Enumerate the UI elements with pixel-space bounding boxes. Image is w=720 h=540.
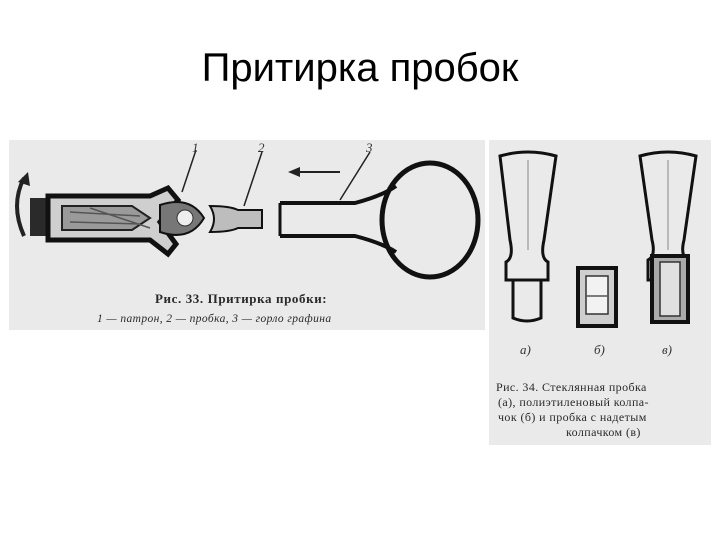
label-3: 3 bbox=[365, 140, 373, 155]
slide-title: Притирка пробок bbox=[201, 46, 519, 90]
figure-34-caption-line-3: чок (б) и пробка с надетым bbox=[498, 410, 647, 424]
figure-34-caption-line-4: колпачком (в) bbox=[566, 425, 641, 439]
label-2: 2 bbox=[258, 140, 265, 155]
glass-stopper-a bbox=[498, 150, 558, 282]
figure-34-caption-line-2: (а), полиэтиленовый колпа- bbox=[498, 395, 649, 409]
sub-label-b: б) bbox=[594, 342, 605, 357]
sub-label-a: а) bbox=[520, 342, 531, 357]
chuck-body bbox=[30, 198, 50, 236]
figure-34-caption-line-1: Рис. 34. Стеклянная пробка bbox=[496, 380, 647, 394]
figure-33-caption: Рис. 33. Притирка пробки: bbox=[155, 291, 328, 306]
decanter-bulb bbox=[379, 160, 481, 280]
label-1: 1 bbox=[192, 140, 199, 155]
stopper-tip bbox=[208, 204, 263, 234]
figure-33-legend: 1 — патрон, 2 — пробка, 3 — горло графин… bbox=[97, 313, 332, 325]
sub-label-c: в) bbox=[662, 342, 672, 357]
